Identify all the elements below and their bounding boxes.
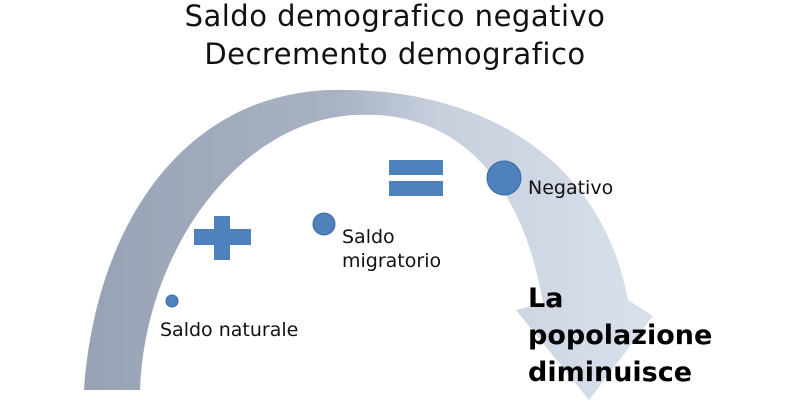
saldo-migratorio-label: Saldo migratorio [342,225,441,273]
result-label: La popolazione diminuisce [528,280,712,391]
title-line-2: Decremento demografico [204,37,586,71]
saldo-naturale-marker [165,294,179,308]
negativo-label: Negativo [528,177,614,199]
negativo-marker [486,160,522,196]
equals-icon [389,160,443,196]
saldo-migratorio-label-line2: migratorio [342,250,442,272]
result-label-line1: La [528,283,564,314]
result-label-line3: diminuisce [528,357,693,388]
saldo-naturale-label: Saldo naturale [160,319,299,341]
title-line-1: Saldo demografico negativo [184,0,606,33]
plus-icon [194,216,251,260]
saldo-migratorio-label-line1: Saldo [342,226,395,248]
result-label-line2: popolazione [528,320,713,351]
saldo-migratorio-marker [312,212,336,236]
